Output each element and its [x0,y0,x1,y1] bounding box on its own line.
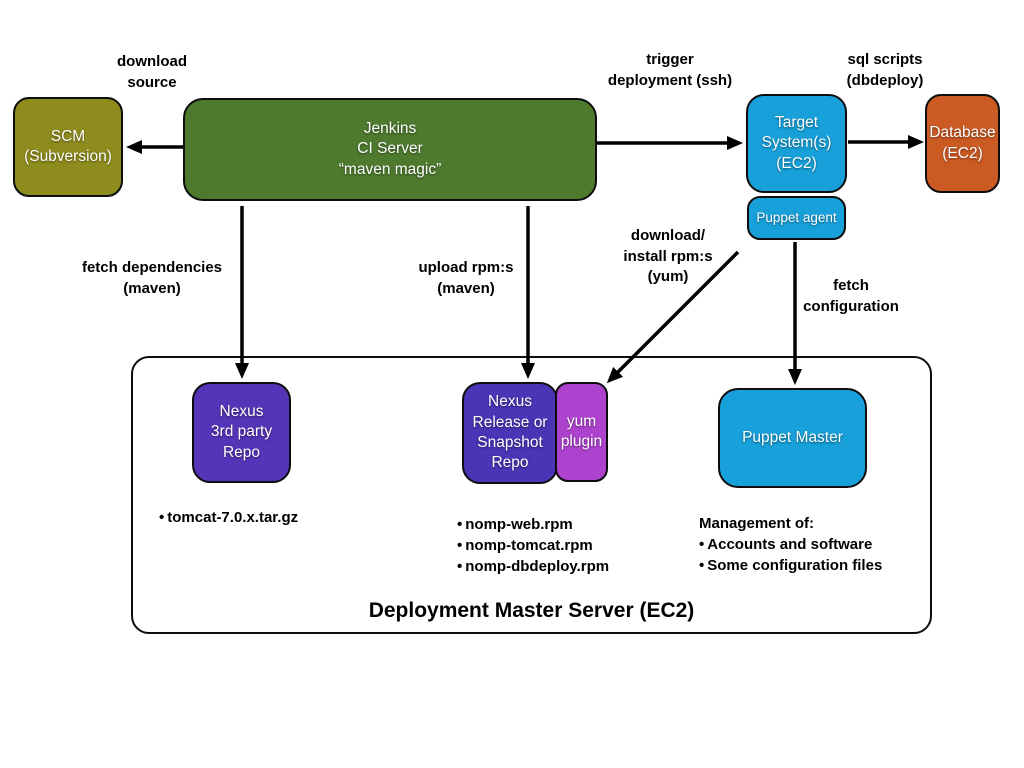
edge-label-download-source: download source [117,53,187,91]
node-scm: SCM (Subversion) [13,97,123,197]
edge-label-fetch-dependencies: fetch dependencies (maven) [81,259,223,297]
edge-label-fetch-configuration: fetch configuration [803,277,899,315]
arrow-target-to-yumplugin [606,250,740,384]
tomcat-artifact-list: tomcat-7.0.x.tar.gz [159,507,298,528]
edge-label-upload-rpms: upload rpm:s (maven) [418,259,514,297]
list-item: nomp-dbdeploy.rpm [457,556,609,577]
node-nexus-3rd-party-repo: Nexus 3rd party Repo [192,382,291,483]
node-target-systems: Target System(s) (EC2) [746,94,847,193]
management-list-heading: Management of: [699,515,815,532]
list-item: tomcat-7.0.x.tar.gz [159,507,298,528]
rpm-artifact-list: nomp-web.rpm nomp-tomcat.rpm nomp-dbdepl… [457,514,609,577]
list-item: Accounts and software [699,534,882,555]
node-jenkins-ci-server: Jenkins CI Server “maven magic” [183,98,597,201]
list-item: nomp-tomcat.rpm [457,535,609,556]
management-list: Accounts and software Some configuration… [699,534,882,576]
node-puppet-master: Puppet Master [718,388,867,488]
node-puppet-agent: Puppet agent [747,196,846,240]
list-item: Some configuration files [699,555,882,576]
list-item: nomp-web.rpm [457,514,609,535]
edge-label-sql-scripts: sql scripts (dbdeploy) [846,51,924,89]
edge-label-download-install-rpms: download/ install rpm:s (yum) [623,227,713,285]
node-nexus-release-snapshot-repo: Nexus Release or Snapshot Repo [462,382,558,484]
edge-label-trigger-deployment: trigger deployment (ssh) [607,51,733,89]
node-yum-plugin: yum plugin [555,382,608,482]
container-title: Deployment Master Server (EC2) [368,599,695,622]
node-database: Database (EC2) [925,94,1000,193]
